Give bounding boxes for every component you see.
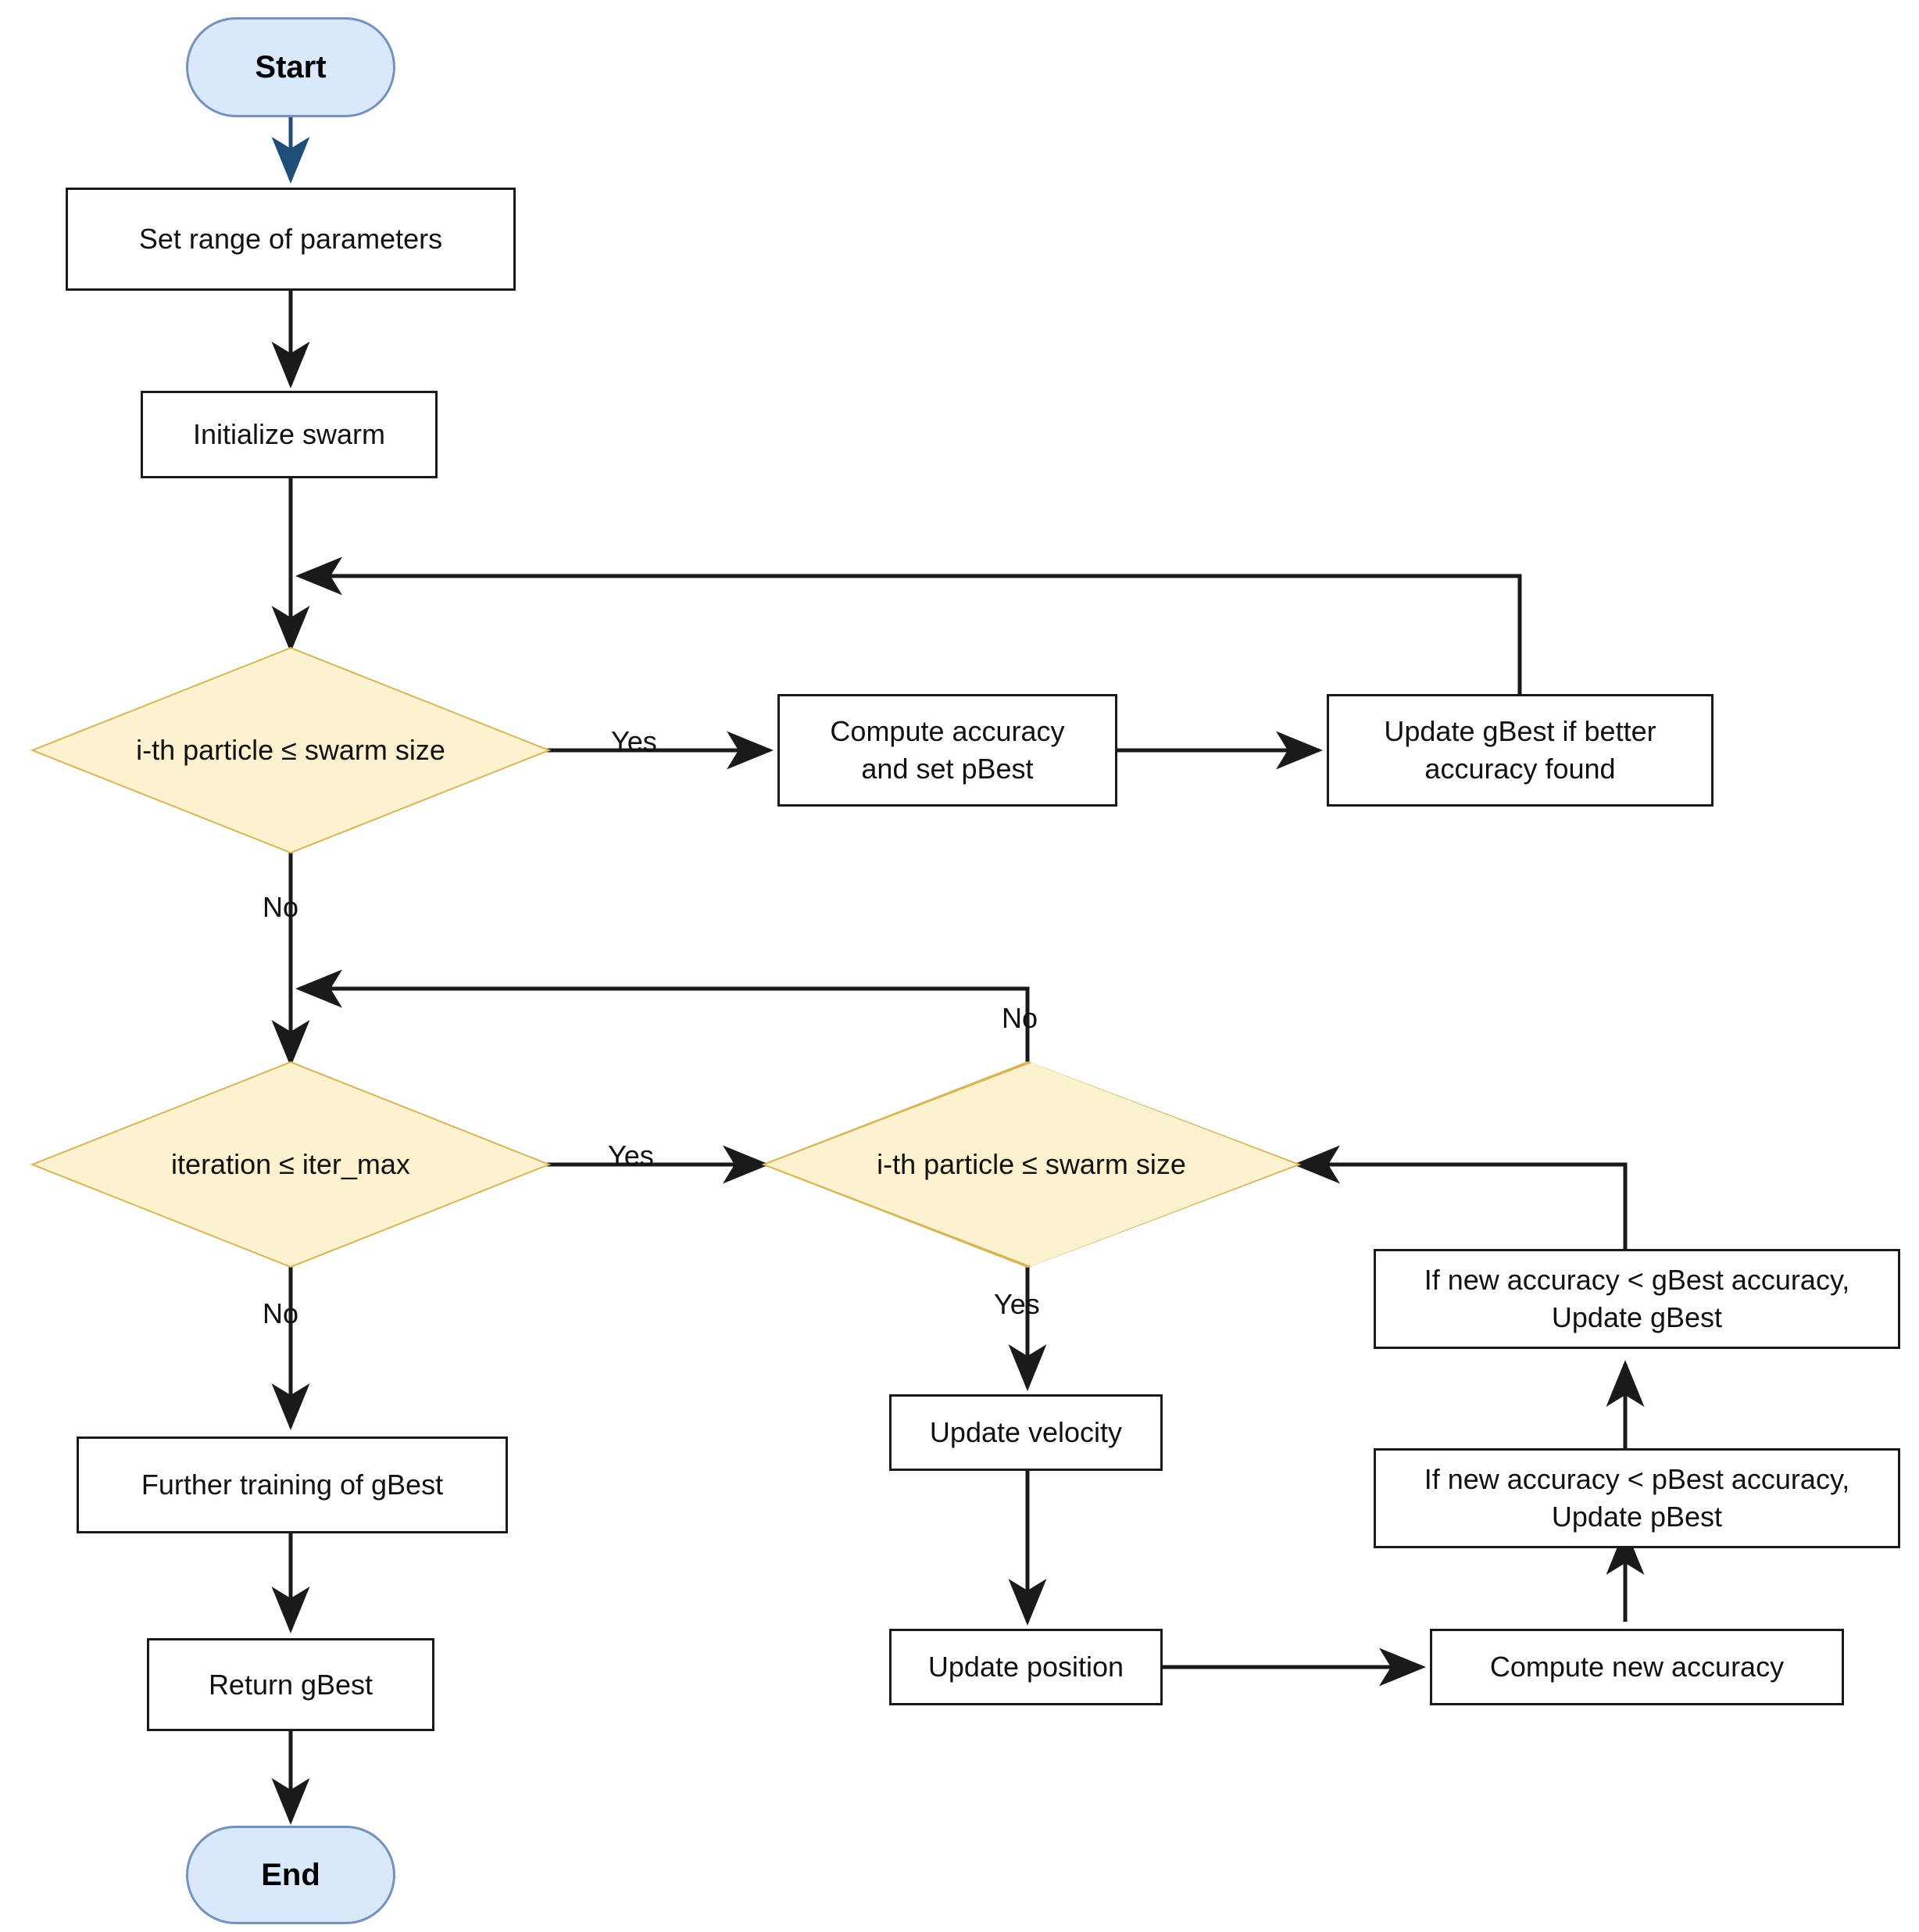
node-compute-new-accuracy[interactable]: Compute new accuracy xyxy=(1430,1629,1844,1705)
edge-label-text: Yes xyxy=(608,1140,654,1172)
node-return-gbest-label: Return gBest xyxy=(208,1668,373,1701)
node-return-gbest[interactable]: Return gBest xyxy=(147,1638,434,1731)
node-decision-particle-2[interactable]: i-th particle ≤ swarm size xyxy=(766,1063,1297,1266)
edge-label-text: No xyxy=(1002,1002,1038,1034)
edge-label-no-2: No xyxy=(1002,1002,1038,1035)
node-if-gbest-label: If new accuracy < gBest accuracy, Update… xyxy=(1424,1264,1850,1333)
node-if-pbest-label: If new accuracy < pBest accuracy, Update… xyxy=(1424,1463,1850,1533)
edge-label-yes-3: Yes xyxy=(994,1288,1040,1321)
node-update-velocity-label: Update velocity xyxy=(929,1416,1123,1449)
node-decision-iteration-label: iteration ≤ iter_max xyxy=(171,1148,410,1181)
node-start[interactable]: Start xyxy=(186,17,395,117)
node-initialize-swarm[interactable]: Initialize swarm xyxy=(141,391,438,478)
node-decision-particle-2-label: i-th particle ≤ swarm size xyxy=(877,1148,1186,1181)
node-compute-new-accuracy-label: Compute new accuracy xyxy=(1489,1651,1785,1683)
node-update-gbest-top[interactable]: Update gBest if better accuracy found xyxy=(1327,694,1714,807)
edge-label-no-3: No xyxy=(263,1297,298,1330)
node-decision-iteration[interactable]: iteration ≤ iter_max xyxy=(34,1063,547,1266)
node-set-range-label: Set range of parameters xyxy=(138,223,443,256)
node-if-gbest[interactable]: If new accuracy < gBest accuracy, Update… xyxy=(1374,1249,1900,1349)
node-further-training-label: Further training of gBest xyxy=(141,1469,444,1501)
edge-label-text: No xyxy=(263,891,299,923)
node-start-label: Start xyxy=(255,49,327,84)
node-compute-accuracy-label: Compute accuracy and set pBest xyxy=(830,715,1065,785)
edge-label-yes-2: Yes xyxy=(608,1140,654,1172)
edge-label-text: No xyxy=(263,1297,299,1329)
node-end[interactable]: End xyxy=(186,1826,395,1924)
node-if-pbest[interactable]: If new accuracy < pBest accuracy, Update… xyxy=(1374,1448,1900,1548)
node-update-position[interactable]: Update position xyxy=(889,1629,1163,1705)
node-update-gbest-top-label: Update gBest if better accuracy found xyxy=(1384,715,1656,785)
edge-label-yes-1: Yes xyxy=(611,725,657,758)
node-decision-particle-1[interactable]: i-th particle ≤ swarm size xyxy=(34,649,547,852)
edge-label-no-1: No xyxy=(263,891,298,924)
node-end-label: End xyxy=(261,1857,320,1892)
node-further-training[interactable]: Further training of gBest xyxy=(77,1436,508,1533)
node-compute-accuracy[interactable]: Compute accuracy and set pBest xyxy=(777,694,1117,807)
edge-label-text: Yes xyxy=(611,725,657,757)
node-initialize-swarm-label: Initialize swarm xyxy=(192,418,386,451)
node-decision-particle-1-label: i-th particle ≤ swarm size xyxy=(136,734,445,767)
edge-label-text: Yes xyxy=(994,1288,1040,1320)
node-set-range[interactable]: Set range of parameters xyxy=(66,188,516,291)
node-update-position-label: Update position xyxy=(927,1651,1124,1683)
node-update-velocity[interactable]: Update velocity xyxy=(889,1394,1163,1471)
